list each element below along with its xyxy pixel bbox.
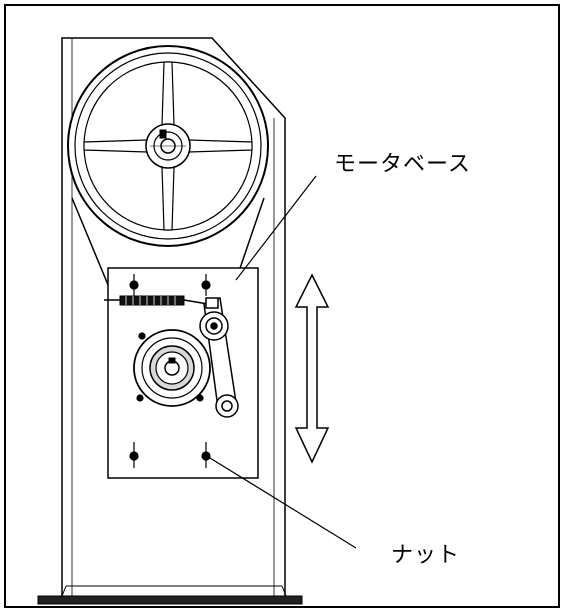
leader-lines [209,175,357,549]
slot-bolts [129,274,211,468]
leader-nut [209,457,357,549]
leader-motor-base [235,175,317,281]
base-plate [37,585,303,605]
tension-arm [199,296,239,418]
nut-bottom-left [129,442,139,468]
large-pulley [67,45,269,247]
adjust-direction-icon [294,273,330,464]
nut-bottom-right [201,442,211,468]
label-nut: ナット [391,543,461,568]
motor-pulley [133,329,211,407]
nut-top-left [129,274,139,296]
label-motor-base: モータベース [334,152,471,177]
nut-top-right [201,274,211,296]
